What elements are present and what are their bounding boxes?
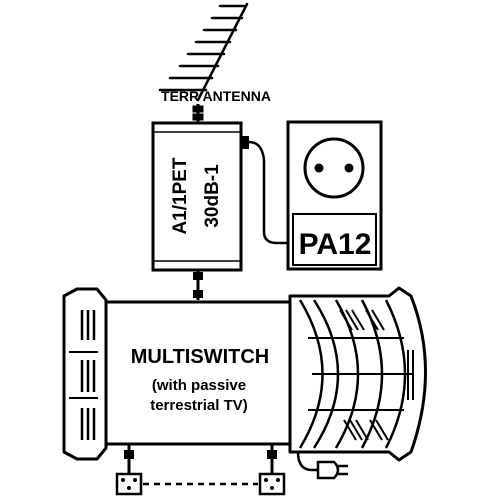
multiswitch-right-vents <box>339 309 414 441</box>
multiswitch-left-vents <box>80 310 96 440</box>
mains-socket-icon <box>303 137 365 199</box>
amplifier-power-port <box>241 136 288 245</box>
antenna-cable <box>192 104 204 123</box>
multiswitch-subtitle-line2: terrestrial TV) <box>150 397 248 414</box>
multiswitch-subtitle-line1: (with passive <box>152 377 246 394</box>
tv-outlet-icon-right <box>258 472 286 496</box>
mains-plug-icon <box>296 451 348 480</box>
antenna-label: TERR ANTENNA <box>161 88 271 104</box>
amplifier-output-cable <box>193 270 203 300</box>
multiswitch-title: MULTISWITCH <box>131 346 270 368</box>
amplifier-gain-label: 30dB-1 <box>202 164 223 228</box>
terrestrial-antenna-icon <box>158 2 249 102</box>
amplifier-model-label: A1/1PET <box>170 157 191 234</box>
tv-outlet-icon-left <box>115 472 143 496</box>
output-connector-right <box>267 444 277 474</box>
amplifier-box: A1/1PET 30dB-1 <box>151 121 243 272</box>
power-supply-label: PA12 <box>299 228 372 261</box>
multiswitch-body <box>62 286 427 462</box>
output-connector-left <box>124 444 134 474</box>
